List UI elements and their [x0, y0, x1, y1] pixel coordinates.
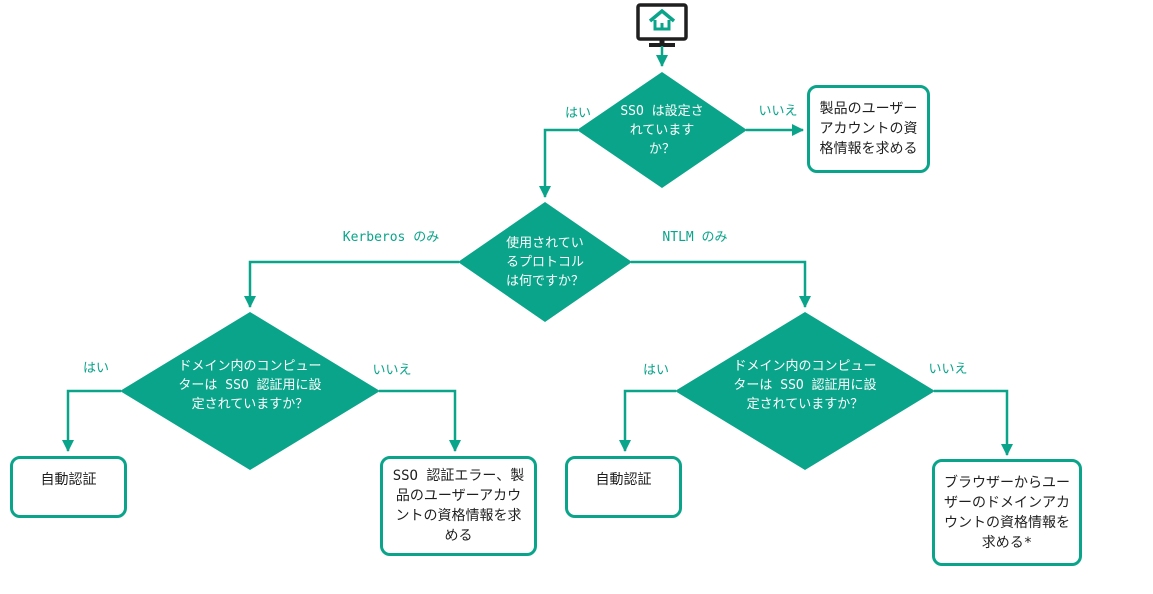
edge-sso-yes [539, 128, 578, 198]
decision-domain-left [120, 312, 380, 470]
decision-sso-configured [577, 72, 747, 188]
decision-domain-right [675, 312, 935, 470]
home-icon [648, 8, 676, 31]
result-sso-error: SSO 認証エラー、製 品のユーザーアカウ ントの資格情報を求 める [380, 456, 537, 556]
result-product-credentials: 製品のユーザー アカウントの資 格情報を求める [807, 85, 930, 173]
edge-domain-left-yes [62, 389, 121, 452]
result-auto-auth-right: 自動認証 [565, 456, 682, 518]
monitor-home-icon [636, 3, 688, 47]
edge-protocol-ntlm [631, 260, 811, 308]
edge-domain-right-no [934, 389, 1013, 456]
edge-protocol-kerberos [244, 260, 459, 308]
edge-domain-right-yes [619, 389, 676, 452]
result-auto-auth-left: 自動認証 [10, 456, 127, 518]
edge-domain-left-no [379, 389, 461, 452]
decision-protocol [458, 202, 632, 322]
result-browser-credentials: ブラウザーからユー ザーのドメインアカ ウントの資格情報を 求める* [932, 459, 1082, 566]
